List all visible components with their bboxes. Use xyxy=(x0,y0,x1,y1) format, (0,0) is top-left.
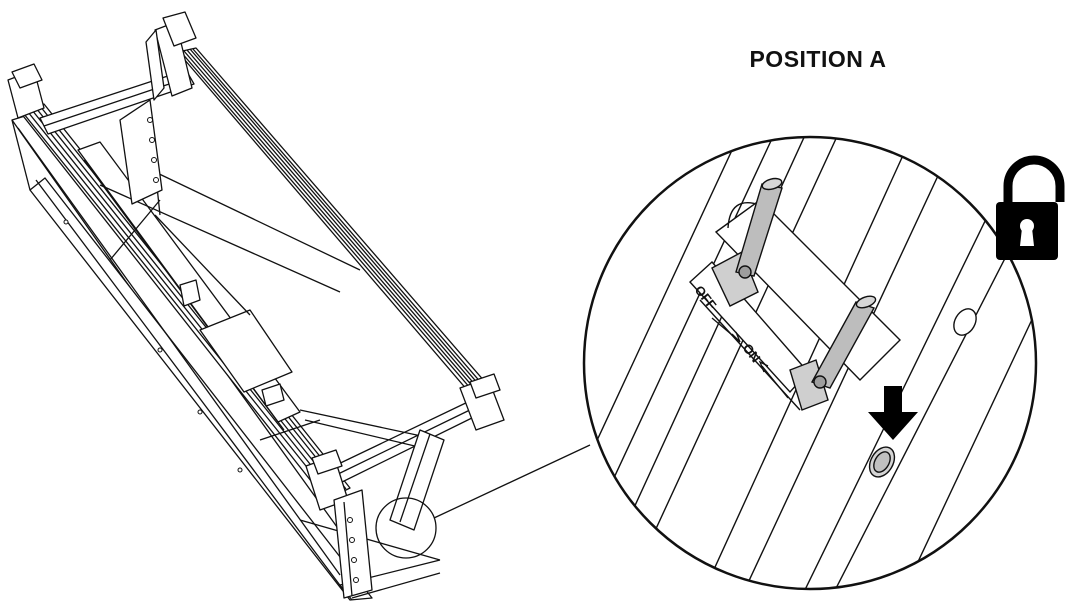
lever-off xyxy=(711,177,783,307)
lever-on xyxy=(789,295,877,411)
desk-frame xyxy=(7,11,505,601)
center-beam xyxy=(77,141,361,431)
leg-top-left xyxy=(7,63,45,119)
leg-bottom-right xyxy=(389,373,505,531)
padlock-locked-icon xyxy=(996,155,1065,260)
detail-view: OFF ON xyxy=(582,135,1038,591)
leg-holes xyxy=(63,117,359,583)
leg-bottom-left xyxy=(305,449,373,599)
leg-top-right xyxy=(119,11,197,205)
rail-right xyxy=(177,47,493,399)
heading-position: POSITION A xyxy=(749,46,887,72)
down-arrow-icon xyxy=(868,386,918,440)
detail-callout xyxy=(375,444,591,559)
leader-line xyxy=(433,444,591,519)
magnifier-circle xyxy=(375,497,437,559)
